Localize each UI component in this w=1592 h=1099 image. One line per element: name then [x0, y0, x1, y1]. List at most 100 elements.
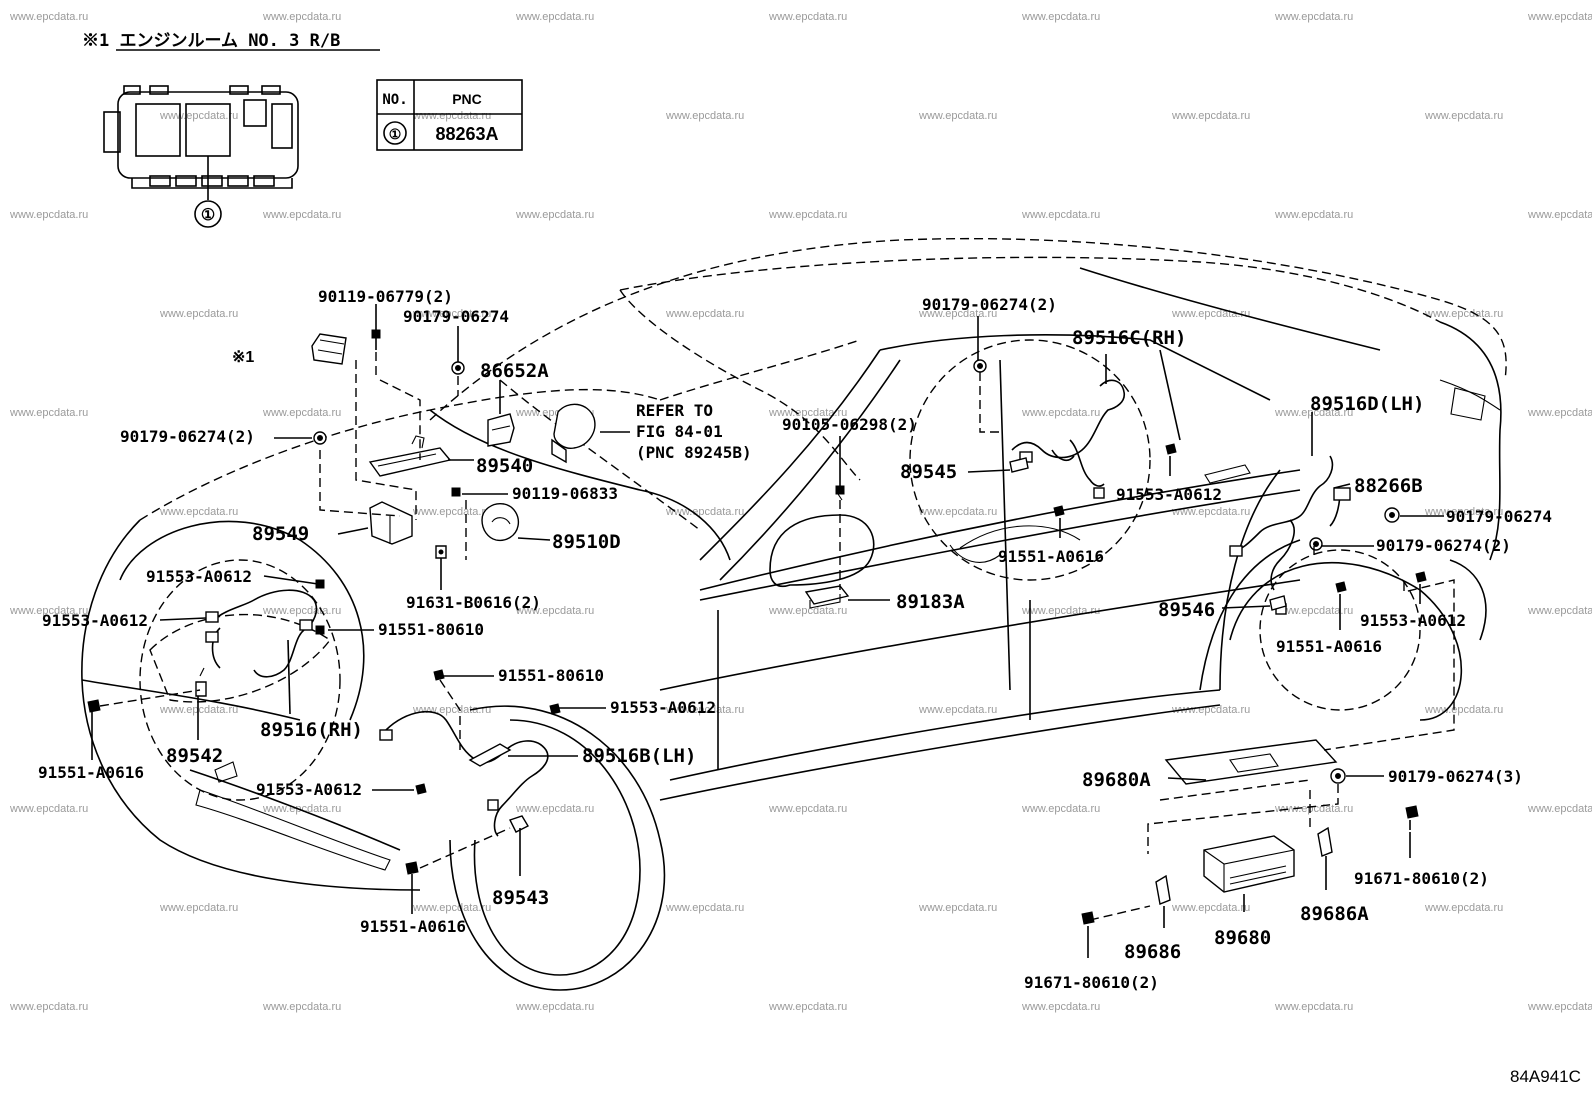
label-91551-A0616-c: 91551-A0616 [998, 547, 1104, 566]
watermark-text: www.epcdata.ru [665, 902, 744, 914]
refer-note-line2: FIG 84-01 [636, 422, 723, 441]
part-89686A-bracket [1317, 826, 1333, 857]
label-88266B: 88266B [1354, 475, 1423, 497]
label-91551-80610-a: 91551-80610 [378, 620, 484, 639]
watermark-text: www.epcdata.ru [665, 506, 744, 518]
label-90119-06779: 90119-06779(2) [318, 287, 453, 306]
label-91671-80610-left: 91671-80610(2) [1024, 973, 1159, 992]
watermark-text: www.epcdata.ru [159, 110, 238, 122]
watermark-text: www.epcdata.ru [9, 1001, 88, 1013]
watermark-text: www.epcdata.ru [768, 803, 847, 815]
watermark-text: www.epcdata.ru [412, 902, 491, 914]
pnc-table-header-no: NO. [382, 92, 407, 108]
label-89543: 89543 [492, 887, 549, 909]
watermark-text: www.epcdata.ru [9, 11, 88, 23]
label-89183A: 89183A [896, 591, 965, 613]
label-91551-A0616-a: 91551-A0616 [38, 763, 144, 782]
watermark-text: www.epcdata.ru [768, 11, 847, 23]
pnc-table-row-no: ① [389, 127, 402, 143]
nut-90179-06274-2-icon [313, 431, 327, 445]
watermark-text: www.epcdata.ru [262, 605, 341, 617]
watermark-text: www.epcdata.ru [665, 308, 744, 320]
label-89540: 89540 [476, 455, 533, 477]
label-89686: 89686 [1124, 941, 1181, 963]
watermark-text: www.epcdata.ru [1274, 407, 1353, 419]
bolt-91631-B0616-icon [435, 545, 447, 559]
label-90179-06274-2-left: 90179-06274(2) [120, 427, 255, 446]
label-91553-A0612-c: 91553-A0612 [610, 698, 716, 717]
bolt-91551-A0616-front-icon [87, 699, 101, 713]
wire-harness-89516B-lh [379, 669, 561, 837]
watermark-text: www.epcdata.ru [412, 308, 491, 320]
watermark-text: www.epcdata.ru [1424, 902, 1503, 914]
watermark-text: www.epcdata.ru [1527, 407, 1592, 419]
pnc-table-header-pnc: PNC [452, 91, 482, 107]
watermark-text: www.epcdata.ru [515, 605, 594, 617]
watermark-text: www.epcdata.ru [1424, 110, 1503, 122]
watermark-text: www.epcdata.ru [768, 407, 847, 419]
watermark-text: www.epcdata.ru [262, 11, 341, 23]
watermark-text: www.epcdata.ru [412, 110, 491, 122]
watermark-text: www.epcdata.ru [9, 605, 88, 617]
label-91551-80610-b: 91551-80610 [498, 666, 604, 685]
watermark-text: www.epcdata.ru [159, 308, 238, 320]
part-89680A-cover [1164, 739, 1338, 785]
label-86652A: 86652A [480, 360, 549, 382]
engine-room-relay-block: ① [103, 85, 299, 228]
bolt-91551-A0616-rear-lh-icon [1335, 581, 1347, 593]
label-89680: 89680 [1214, 927, 1271, 949]
watermark-text: www.epcdata.ru [1274, 803, 1353, 815]
watermark-text: www.epcdata.ru [515, 209, 594, 221]
nut-90179-06274-icon [451, 361, 465, 375]
watermark-text: www.epcdata.ru [1274, 1001, 1353, 1013]
watermark-text: www.epcdata.ru [1021, 803, 1100, 815]
label-91553-A0612-b: 91553-A0612 [42, 611, 148, 630]
part-89540-bracket [368, 435, 452, 477]
label-91551-A0616-b: 91551-A0616 [360, 917, 466, 936]
bolt-91551-A0616-rear-rh-icon [1053, 505, 1065, 517]
watermark-text: www.epcdata.ru [515, 1001, 594, 1013]
label-89516B-lh: 89516B(LH) [582, 745, 696, 767]
label-90119-06833: 90119-06833 [512, 484, 618, 503]
watermark-text: www.epcdata.ru [1527, 11, 1592, 23]
assembly-dashed-lines [99, 352, 1455, 921]
label-90179-06274-rear: 90179-06274 [1446, 507, 1552, 526]
pnc-table: NO. PNC ① 88263A [376, 79, 523, 151]
watermark-text: www.epcdata.ru [1527, 803, 1592, 815]
watermark-text: www.epcdata.ru [1171, 506, 1250, 518]
watermark-text: www.epcdata.ru [768, 605, 847, 617]
label-89542: 89542 [166, 745, 223, 767]
watermark-text: www.epcdata.ru [412, 506, 491, 518]
watermark-text: www.epcdata.ru [1021, 407, 1100, 419]
label-91631-B0616: 91631-B0616(2) [406, 593, 541, 612]
watermark-text: www.epcdata.ru [412, 704, 491, 716]
watermark-text: www.epcdata.ru [918, 704, 997, 716]
part-89549-bracket [369, 501, 413, 545]
watermark-text: www.epcdata.ru [1527, 209, 1592, 221]
part-89510D-sensor [481, 503, 520, 542]
watermark-text: www.epcdata.ru [918, 506, 997, 518]
part-89542-sensor [195, 667, 207, 697]
wire-harness-89516D-lh [1229, 455, 1351, 615]
refer-note-line1: REFER TO [636, 401, 713, 420]
bolt-91551-A0616-lower-icon [405, 861, 419, 875]
watermark-text: www.epcdata.ru [1021, 209, 1100, 221]
wire-harness-89516-rh [205, 579, 325, 678]
nut-90179-06274-rear-icon [1384, 507, 1400, 523]
watermark-text: www.epcdata.ru [1021, 1001, 1100, 1013]
watermark-text: www.epcdata.ru [1424, 308, 1503, 320]
watermark-text: www.epcdata.ru [515, 803, 594, 815]
part-89543-sensor [509, 815, 529, 833]
clip-90105-06298-icon [835, 485, 845, 501]
label-89546: 89546 [1158, 599, 1215, 621]
pnc-table-row-pnc: 88263A [435, 124, 498, 144]
leader-lines [91, 304, 1444, 958]
figure-code: 84A941C [1510, 1067, 1581, 1086]
label-90179-06274-3: 90179-06274(3) [1388, 767, 1523, 786]
part-86652A-shape [487, 413, 515, 447]
callout-number-1: ① [201, 205, 215, 224]
watermark-text: www.epcdata.ru [1274, 605, 1353, 617]
relay-block-note: ※1 エンジンルーム NO. 3 R/B [82, 31, 340, 51]
watermark-text: www.epcdata.ru [918, 902, 997, 914]
watermark-text: www.epcdata.ru [1171, 902, 1250, 914]
